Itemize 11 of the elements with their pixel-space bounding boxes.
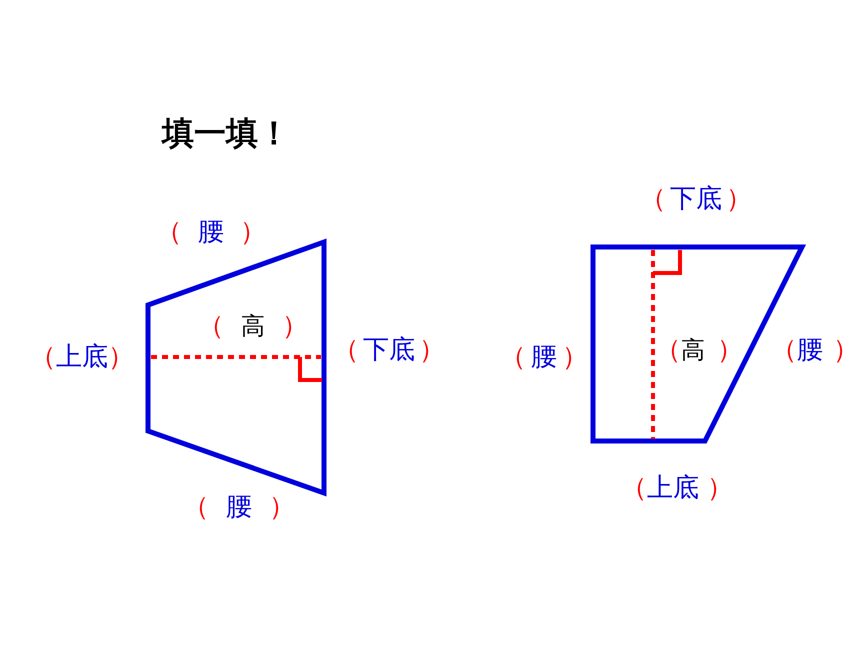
fill-in-label: （腰）: [500, 341, 588, 374]
fill-in-label: （腰）: [183, 491, 295, 524]
title: 填一填！: [162, 113, 290, 154]
fill-in-label: （上底）: [621, 472, 733, 505]
fill-in-label: （下底）: [640, 183, 752, 216]
fill-in-label: （上底）: [30, 341, 120, 374]
fill-in-label: （腰）: [156, 216, 266, 249]
fill-in-label: （腰）: [771, 334, 859, 367]
fill-in-label: （高）: [198, 310, 308, 343]
fill-in-label: （下底）: [333, 334, 445, 367]
fill-in-label: （高）: [655, 334, 743, 367]
